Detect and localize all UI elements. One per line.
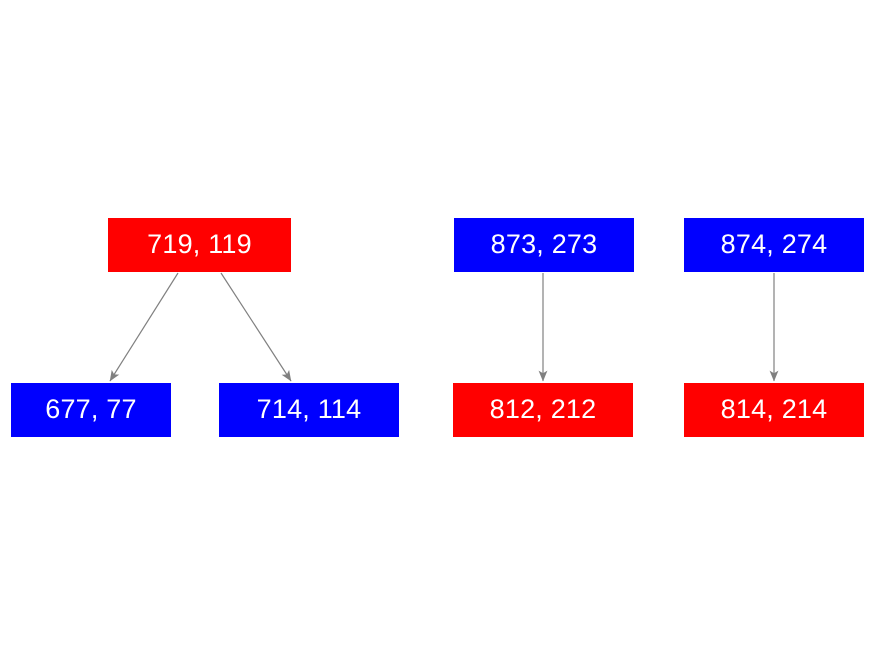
edges-group	[109, 272, 779, 382]
node-label: 812, 212	[489, 393, 597, 424]
node-label: 714, 114	[256, 393, 362, 424]
node-n6[interactable]: 874, 274	[684, 218, 864, 272]
node-label: 719, 119	[147, 228, 252, 259]
edge-n1-to-n2	[109, 272, 179, 382]
node-n5[interactable]: 812, 212	[453, 383, 633, 437]
node-n3[interactable]: 714, 114	[219, 383, 399, 437]
edge-n1-to-n3	[220, 272, 292, 382]
node-n7[interactable]: 814, 214	[684, 383, 864, 437]
node-n2[interactable]: 677, 77	[11, 383, 171, 437]
node-label: 874, 274	[720, 228, 828, 259]
node-label: 814, 214	[720, 393, 828, 424]
node-n1[interactable]: 719, 119	[108, 218, 291, 272]
node-label: 873, 273	[490, 228, 598, 259]
node-n4[interactable]: 873, 273	[454, 218, 634, 272]
node-label: 677, 77	[45, 393, 137, 424]
